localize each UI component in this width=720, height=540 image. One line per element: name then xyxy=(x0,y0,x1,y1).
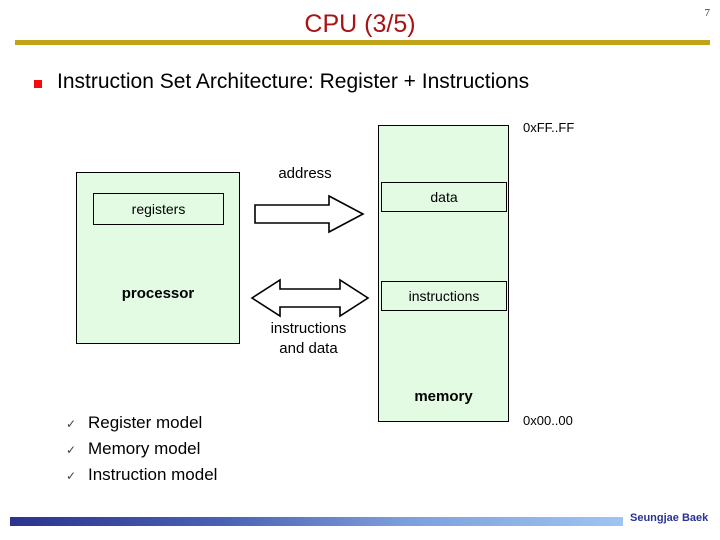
memory-data-segment: data xyxy=(381,182,507,212)
data-bus-label: instructions and data xyxy=(240,319,377,359)
page-title: CPU (3/5) xyxy=(304,10,416,38)
title-divider-rule xyxy=(15,40,710,45)
footer-author-label: Seungjae Baek xyxy=(630,512,709,524)
page-number: 7 xyxy=(704,7,711,19)
data-bus-label-line1: instructions xyxy=(270,320,347,337)
footer-gradient-bar xyxy=(10,517,623,526)
data-bus-label-line2: and data xyxy=(279,340,338,357)
main-bullet-label: Instruction Set Architecture: Register +… xyxy=(57,70,530,93)
red-square-bullet-icon xyxy=(34,80,42,88)
main-bullet: Instruction Set Architecture: Register +… xyxy=(34,70,529,94)
processor-label: processor xyxy=(121,285,195,302)
list-item: ✓ Register model xyxy=(66,413,366,439)
sub-bullet-list: ✓ Register model ✓ Memory model ✓ Instru… xyxy=(66,413,366,491)
sub-bullet-label: Instruction model xyxy=(88,465,218,484)
memory-top-address-label: 0xFF..FF xyxy=(523,120,575,135)
memory-block xyxy=(378,125,509,422)
list-item: ✓ Memory model xyxy=(66,439,366,465)
registers-block: registers xyxy=(93,193,224,225)
list-item: ✓ Instruction model xyxy=(66,465,366,491)
registers-label: registers xyxy=(131,201,186,217)
memory-instructions-segment: instructions xyxy=(381,281,507,311)
address-arrow-right-icon xyxy=(254,194,365,234)
data-label: data xyxy=(430,189,458,205)
memory-bottom-address-label: 0x00..00 xyxy=(523,413,573,428)
check-icon: ✓ xyxy=(66,469,77,483)
sub-bullet-label: Register model xyxy=(88,413,203,432)
check-icon: ✓ xyxy=(66,417,77,431)
sub-bullet-label: Memory model xyxy=(88,439,201,458)
memory-label: memory xyxy=(414,388,473,405)
instructions-label: instructions xyxy=(408,288,480,304)
data-bus-arrow-bidirectional-icon xyxy=(250,278,370,318)
address-bus-label: address xyxy=(278,165,332,182)
check-icon: ✓ xyxy=(66,443,77,457)
